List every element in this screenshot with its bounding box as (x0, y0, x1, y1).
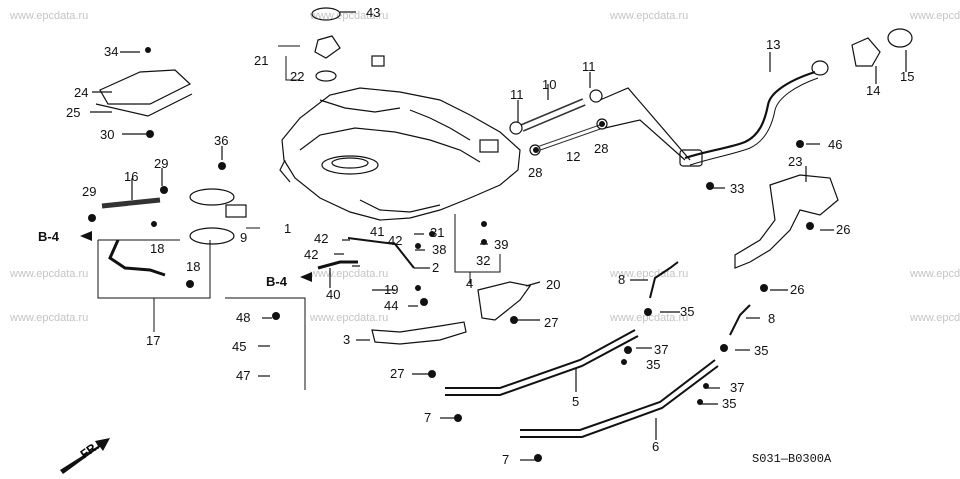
watermark: www.epcdata.ru (10, 268, 89, 280)
callout-number: 42 (314, 231, 329, 246)
callout-number: 19 (384, 282, 399, 297)
callout-number: 26 (790, 282, 805, 297)
callout-number: 28 (594, 141, 609, 156)
callout-number: 31 (430, 225, 445, 240)
callout-number: 27 (544, 315, 559, 330)
callout-number: 47 (236, 368, 251, 383)
callout-number: 18 (186, 259, 201, 274)
callout-number: 35 (646, 357, 661, 372)
callout-number: 7 (502, 452, 510, 467)
watermark: www.epcdata.ru (310, 312, 389, 324)
reference-label: B-4 (266, 274, 287, 289)
watermark: www.epcdata.ru (910, 312, 960, 324)
callout-number: 9 (240, 230, 248, 245)
callout-number: 37 (654, 342, 669, 357)
watermark: www.epcdata.ru (910, 268, 960, 280)
callout-number: 28 (528, 165, 543, 180)
front-direction-arrow-icon (60, 438, 110, 474)
callout-number: 6 (652, 439, 660, 454)
callout-number: 12 (566, 149, 581, 164)
callout-number: 35 (680, 304, 695, 319)
callout-number: 37 (730, 380, 745, 395)
callout-number: 30 (100, 127, 115, 142)
callout-number: 44 (384, 298, 399, 313)
callout-number: 25 (66, 105, 81, 120)
callout-number: 7 (424, 410, 432, 425)
callout-number: 39 (494, 237, 509, 252)
callout-number: 42 (304, 247, 319, 262)
callout-number: 2 (432, 260, 440, 275)
watermark: www.epcdata.ru (310, 10, 389, 22)
callout-number: 34 (104, 44, 119, 59)
arrow-left-icon (80, 231, 92, 241)
callout-number: 20 (546, 277, 561, 292)
callout-number: 8 (618, 272, 626, 287)
callout-number: 41 (370, 224, 385, 239)
watermark: www.epcdata.ru (10, 10, 89, 22)
callout-number: 11 (582, 59, 596, 74)
callout-number: 24 (74, 85, 89, 100)
callout-number: 15 (900, 69, 915, 84)
watermark: www.epcdata.ru (910, 10, 960, 22)
callout-number: 32 (476, 253, 491, 268)
watermark: www.epcdata.ru (610, 10, 689, 22)
callout-number: 4 (466, 276, 474, 291)
fuel-tank-illustration (279, 87, 521, 221)
callout-number: 38 (432, 242, 447, 257)
watermark: www.epcdata.ru (610, 312, 689, 324)
callout-number: 45 (232, 339, 247, 354)
callout-number: 36 (214, 133, 229, 148)
callout-number: 11 (510, 87, 524, 102)
callout-number: 40 (326, 287, 341, 302)
callout-number: 18 (150, 241, 165, 256)
callout-number: 3 (343, 332, 351, 347)
callout-number: 17 (146, 333, 161, 348)
watermark: www.epcdata.ru (10, 312, 89, 324)
callout-number: 10 (542, 77, 557, 92)
callout-number: 14 (866, 83, 881, 98)
callout-number: 13 (766, 37, 781, 52)
callout-number: 29 (154, 156, 169, 171)
callout-number: 16 (124, 169, 139, 184)
callout-number: 27 (390, 366, 405, 381)
callout-number: 22 (290, 69, 305, 84)
callout-number: 48 (236, 310, 251, 325)
callout-number: 21 (254, 53, 269, 68)
callout-number: 23 (788, 154, 803, 169)
callout-number: 26 (836, 222, 851, 237)
diagram-code: S031—B0300A (752, 452, 832, 466)
arrow-left-icon (300, 272, 312, 282)
callout-number: 43 (366, 5, 381, 20)
callout-number: 46 (828, 137, 843, 152)
callout-number: 1 (284, 221, 292, 236)
callout-number: 29 (82, 184, 97, 199)
callout-number: 5 (572, 394, 580, 409)
callout-number: 8 (768, 311, 776, 326)
watermark: www.epcdata.ru (610, 268, 689, 280)
callout-number: 33 (730, 181, 745, 196)
callout-number: 42 (388, 233, 403, 248)
callout-number: 35 (722, 396, 737, 411)
callout-number: 35 (754, 343, 769, 358)
reference-label: B-4 (38, 229, 59, 244)
